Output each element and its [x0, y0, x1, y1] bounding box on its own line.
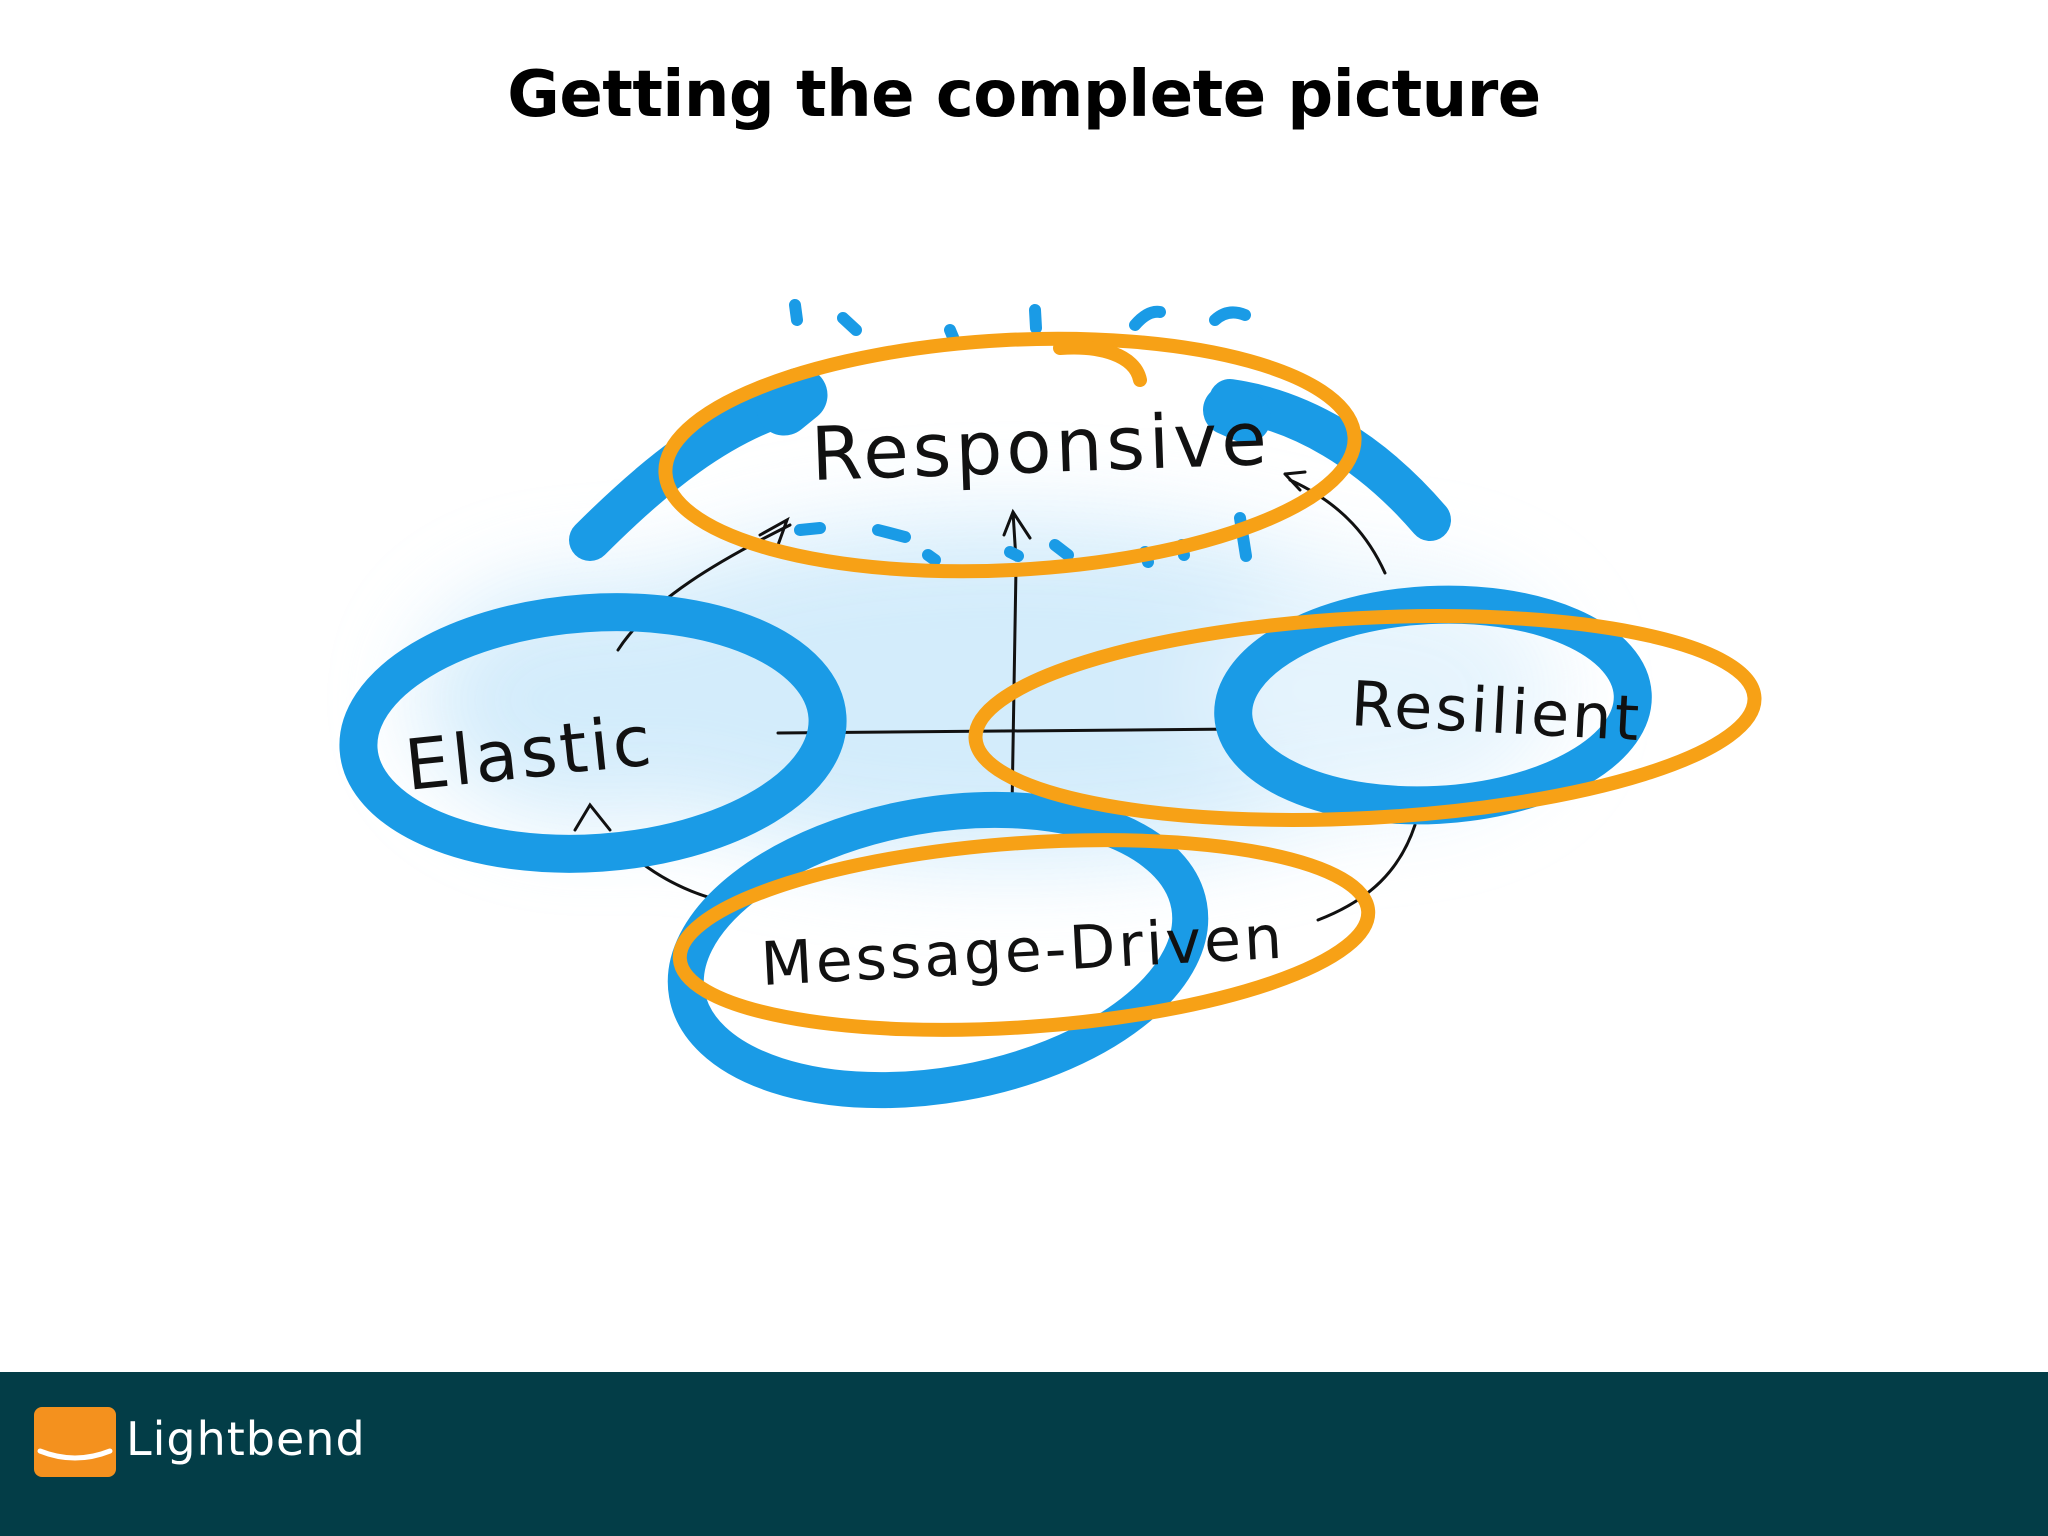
footer-bar: [0, 1372, 2048, 1536]
arrow-to-responsive-left: [758, 516, 790, 547]
orange-highlights: [658, 331, 1762, 1037]
responsive-orange-circle: [658, 331, 1362, 579]
node-responsive: Responsive: [810, 396, 1272, 498]
blue-highlights: [339, 367, 1652, 1109]
lightbend-logo-icon: [34, 1407, 116, 1477]
arrow-to-elastic: [573, 802, 612, 832]
arc-resilient-message: [1316, 823, 1417, 922]
arrow-to-responsive-right: [1283, 470, 1307, 492]
node-resilient: Resilient: [1349, 667, 1644, 755]
message-orange-circle: [672, 833, 1376, 1037]
message-blue-circle: [667, 791, 1209, 1109]
horizontal-line: [776, 727, 1242, 735]
reactive-diagram: Responsive Elastic Resilient Message-Dri…: [339, 299, 1762, 1109]
resilient-blue-circle: [1214, 585, 1652, 825]
arc-elastic-responsive: [616, 523, 792, 652]
brand-name: Lightbend: [126, 1412, 366, 1466]
elastic-blue-circle: [339, 593, 847, 873]
slide-title: Getting the complete picture: [507, 58, 1541, 132]
resilient-orange-circle: [968, 609, 1762, 827]
arc-resilient-responsive: [1288, 478, 1387, 575]
node-message-driven: Message-Driven: [759, 903, 1287, 1000]
